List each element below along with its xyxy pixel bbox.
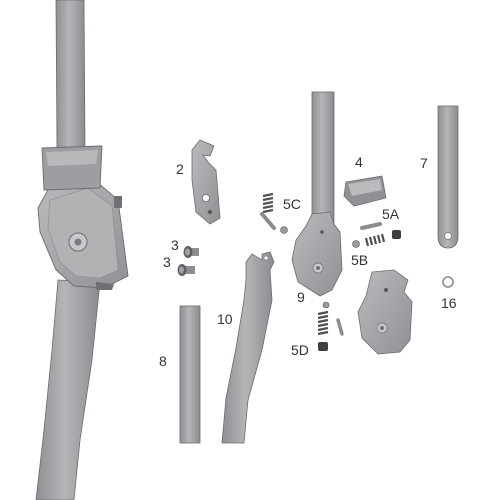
label-part-7: 7 [420,155,428,171]
label-part-4: 4 [355,154,363,170]
label-part-5d: 5D [291,342,309,358]
hinge-plate-right [357,269,413,355]
side-latch [114,196,122,208]
part-4-block [343,175,387,207]
label-part-5a: 5A [382,206,400,222]
collar-face [46,150,98,166]
label-part-8: 8 [159,353,167,369]
part-5c-spring-set [260,192,288,234]
label-part-10: 10 [217,311,233,327]
part-5b-ball [352,240,360,248]
upper-rail [55,0,86,151]
label-part-16: 16 [441,295,457,311]
label-part-5b: 5B [351,252,369,268]
part-5d-spring-set [317,301,344,351]
part-3-screw-lower [177,264,195,276]
housing-bevel [47,187,119,279]
lower-knuckle [96,282,114,290]
part-9-hinge-plate [291,211,343,297]
label-part-5c: 5C [283,196,301,212]
label-part-3-lower: 3 [163,254,171,270]
assembled-upright [35,0,129,500]
label-part-9: 9 [297,289,305,305]
part-5a-spring-set [360,222,401,247]
part-16-ring [442,276,454,288]
part-3-screw-upper [183,246,199,258]
label-part-2: 2 [176,161,184,177]
part-2-latch-plate [191,139,221,225]
lower-rail [35,279,101,500]
part-8-flat-bar [179,305,201,444]
label-part-3-upper: 3 [171,237,179,253]
part-10-curved-rail [221,251,275,444]
part-7-vertical-bar [437,105,459,249]
upper-rail-segment [311,91,335,233]
